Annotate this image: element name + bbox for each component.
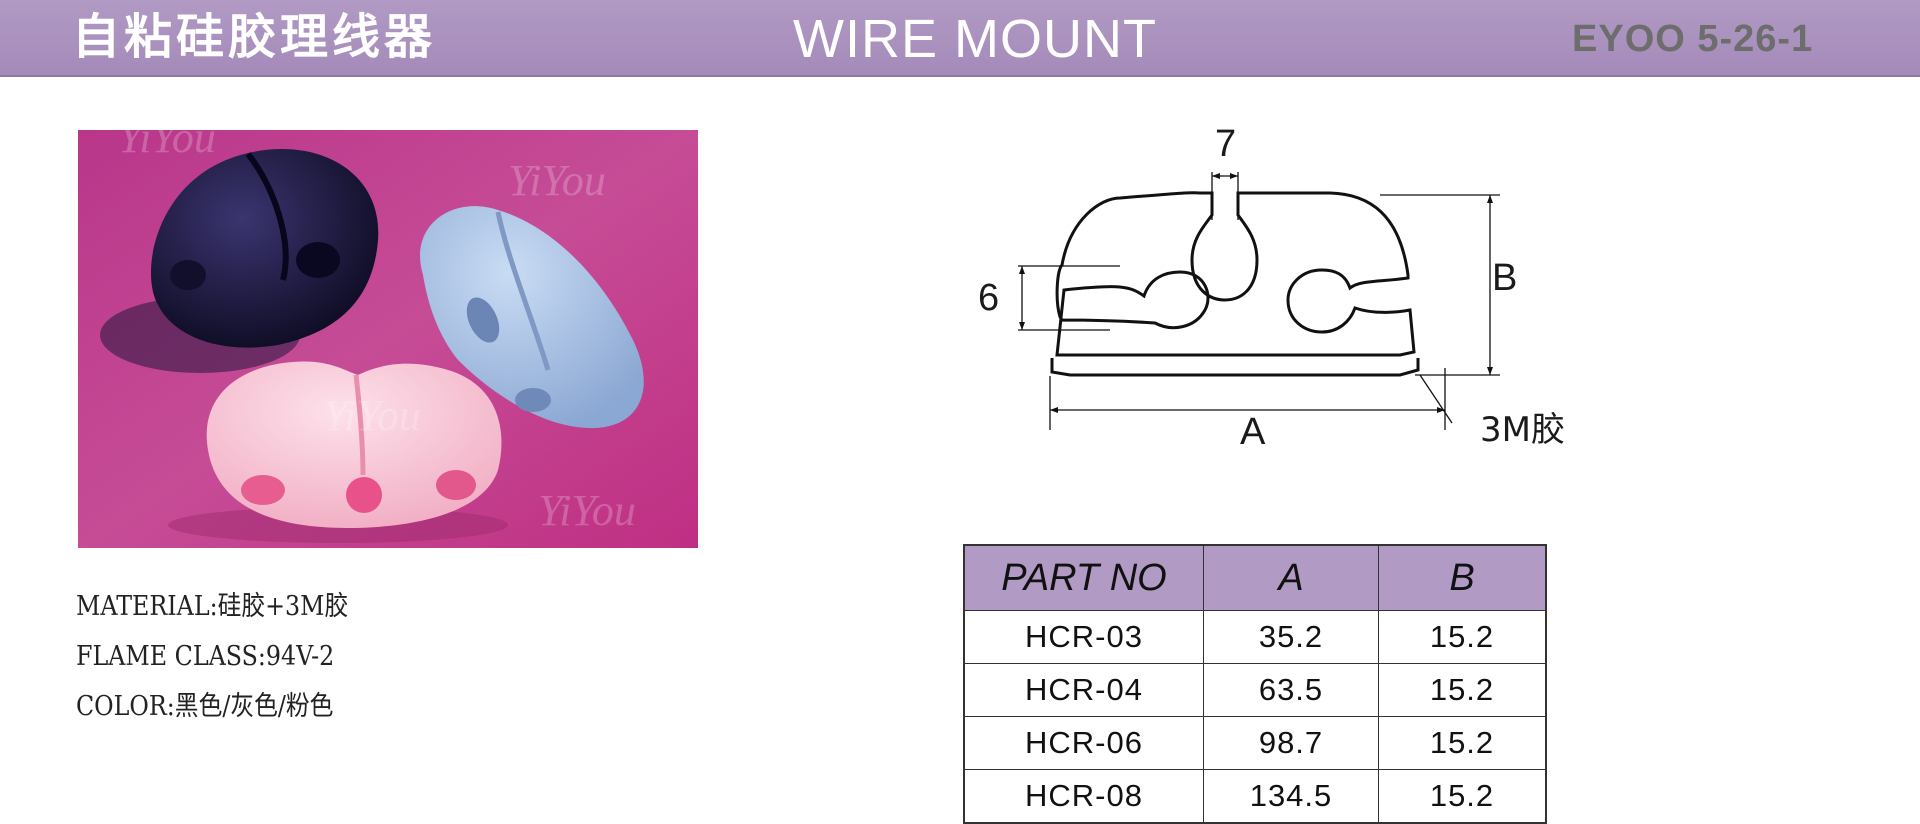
spec-list: MATERIAL:硅胶+3M胶 FLAME CLASS:94V-2 COLOR:…	[76, 586, 348, 736]
col-header-a: A	[1203, 544, 1379, 611]
watermark-4: YiYou	[538, 486, 636, 535]
table-header-row: PART NO A B	[963, 544, 1547, 611]
parts-table: PART NO A B HCR-03 35.2 15.2 HCR-04 63.5…	[963, 544, 1547, 824]
col-header-b: B	[1378, 544, 1547, 611]
dim-label-hole: 6	[978, 277, 1000, 319]
cell-part-no: HCR-06	[963, 716, 1204, 770]
cell-b: 15.2	[1378, 769, 1547, 824]
drawing-lines	[1018, 172, 1500, 430]
watermark-2: YiYou	[508, 156, 606, 205]
spec-flame-class: FLAME CLASS:94V-2	[76, 641, 335, 672]
dim-label-a: A	[1240, 411, 1266, 453]
watermark-1: YiYou	[118, 130, 216, 162]
cell-part-no: HCR-03	[963, 610, 1204, 664]
cell-b: 15.2	[1378, 610, 1547, 664]
product-photo: YiYou YiYou YiYou YiYou	[78, 130, 698, 548]
cell-a: 98.7	[1203, 716, 1379, 770]
title-english: WIRE MOUNT	[793, 9, 1157, 69]
technical-drawing: 7 6 B A 3M胶	[960, 110, 1640, 470]
watermark-3: YiYou	[323, 391, 421, 440]
pink-wire-mount	[168, 361, 508, 543]
table-row: HCR-06 98.7 15.2	[963, 716, 1547, 770]
navy-wire-mount	[100, 149, 379, 373]
col-header-part-no: PART NO	[963, 544, 1204, 611]
header-bar: 自粘硅胶理线器 WIRE MOUNT EYOO 5-26-1	[0, 0, 1920, 77]
blue-wire-mount	[420, 206, 644, 429]
cell-part-no: HCR-08	[963, 769, 1204, 824]
table-row: HCR-03 35.2 15.2	[963, 610, 1547, 664]
cell-a: 35.2	[1203, 610, 1379, 664]
dim-label-b: B	[1492, 257, 1518, 299]
catalog-code: EYOO 5-26-1	[1572, 18, 1814, 60]
dimension-arrows	[1019, 173, 1493, 413]
adhesive-label: 3M胶	[1480, 410, 1565, 450]
dim-label-slot: 7	[1215, 123, 1237, 165]
spec-color: COLOR:黑色/灰色/粉色	[76, 691, 334, 722]
spec-material: MATERIAL:硅胶+3M胶	[76, 591, 349, 622]
table-row: HCR-08 134.5 15.2	[963, 769, 1547, 824]
cell-b: 15.2	[1378, 663, 1547, 717]
cell-a: 134.5	[1203, 769, 1379, 824]
cell-b: 15.2	[1378, 716, 1547, 770]
adhesive-strip	[1050, 358, 1420, 377]
table-row: HCR-04 63.5 15.2	[963, 663, 1547, 717]
title-chinese: 自粘硅胶理线器	[72, 9, 437, 65]
cell-part-no: HCR-04	[963, 663, 1204, 717]
body-outline	[1055, 191, 1416, 357]
cell-a: 63.5	[1203, 663, 1379, 717]
